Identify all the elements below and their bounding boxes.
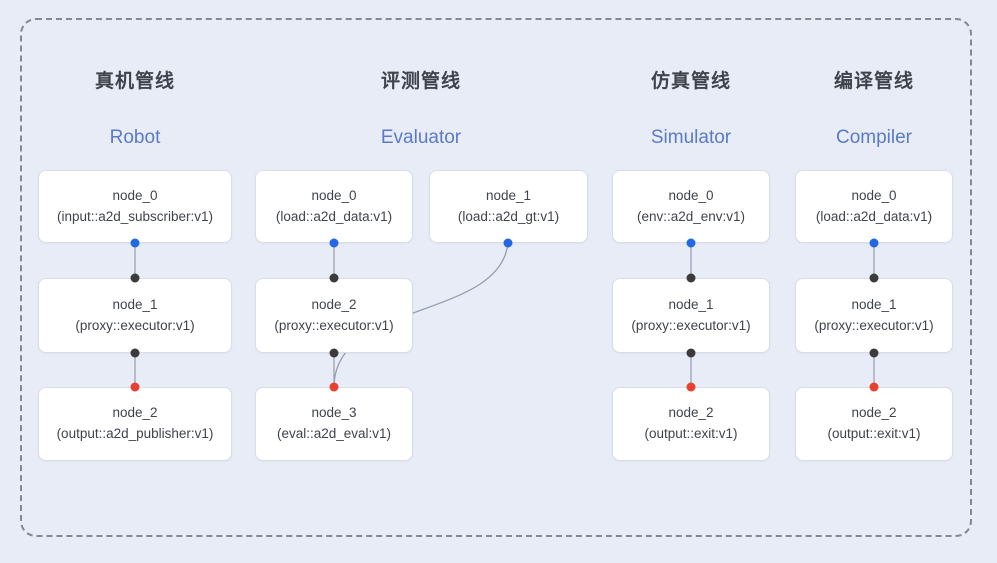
node-name: node_0 xyxy=(112,187,158,203)
node-type: (output::a2d_publisher:v1) xyxy=(56,426,214,441)
node-type: (output::exit:v1) xyxy=(827,426,921,441)
compiler-node-2: node_2 (output::exit:v1) xyxy=(795,387,953,461)
node-type: (load::a2d_gt:v1) xyxy=(457,208,560,224)
node-name: node_1 xyxy=(668,296,714,312)
node-name: node_2 xyxy=(851,405,897,421)
evaluator-node-0: node_0 (load::a2d_data:v1) xyxy=(255,170,413,243)
node-name: node_3 xyxy=(311,405,357,421)
pipeline-title-cn-robot: 真机管线 xyxy=(94,71,176,92)
node-type: (env::a2d_env:v1) xyxy=(636,208,746,224)
node-name: node_2 xyxy=(311,296,357,312)
pipeline-title-en-compiler: Compiler xyxy=(835,127,913,148)
simulator-node-0: node_0 (env::a2d_env:v1) xyxy=(612,170,770,243)
compiler-node-0: node_0 (load::a2d_data:v1) xyxy=(795,170,953,243)
node-type: (proxy::executor:v1) xyxy=(631,317,751,333)
dashed-border-frame xyxy=(20,18,972,537)
simulator-node-1: node_1 (proxy::executor:v1) xyxy=(612,278,770,353)
compiler-node-1: node_1 (proxy::executor:v1) xyxy=(795,278,953,353)
node-name: node_0 xyxy=(851,187,897,203)
pipeline-title-cn-simulator: 仿真管线 xyxy=(650,71,732,92)
node-type: (eval::a2d_eval:v1) xyxy=(276,426,392,441)
evaluator-node-3: node_3 (eval::a2d_eval:v1) xyxy=(255,387,413,461)
robot-node-1: node_1 (proxy::executor:v1) xyxy=(38,278,232,353)
robot-node-2: node_2 (output::a2d_publisher:v1) xyxy=(38,387,232,461)
node-type: (load::a2d_data:v1) xyxy=(815,208,933,224)
pipeline-title-cn-compiler: 编译管线 xyxy=(833,71,915,92)
node-name: node_0 xyxy=(668,187,714,203)
pipeline-title-cn-evaluator: 评测管线 xyxy=(380,71,462,92)
node-name: node_1 xyxy=(851,296,897,312)
node-type: (proxy::executor:v1) xyxy=(814,317,934,333)
pipeline-title-en-evaluator: Evaluator xyxy=(380,127,462,148)
node-type: (input::a2d_subscriber:v1) xyxy=(56,208,214,224)
node-type: (output::exit:v1) xyxy=(644,426,738,441)
node-name: node_1 xyxy=(112,296,158,312)
evaluator-node-2: node_2 (proxy::executor:v1) xyxy=(255,278,413,353)
node-type: (proxy::executor:v1) xyxy=(274,317,394,333)
node-name: node_1 xyxy=(485,187,532,203)
pipeline-title-en-robot: Robot xyxy=(109,127,161,148)
node-name: node_2 xyxy=(668,405,714,421)
node-name: node_0 xyxy=(311,187,357,203)
node-type: (proxy::executor:v1) xyxy=(75,317,195,333)
pipeline-title-en-simulator: Simulator xyxy=(650,127,732,148)
robot-node-0: node_0 (input::a2d_subscriber:v1) xyxy=(38,170,232,243)
simulator-node-2: node_2 (output::exit:v1) xyxy=(612,387,770,461)
evaluator-node-1: node_1 (load::a2d_gt:v1) xyxy=(429,170,588,243)
node-name: node_2 xyxy=(112,405,158,421)
node-type: (load::a2d_data:v1) xyxy=(275,208,393,224)
